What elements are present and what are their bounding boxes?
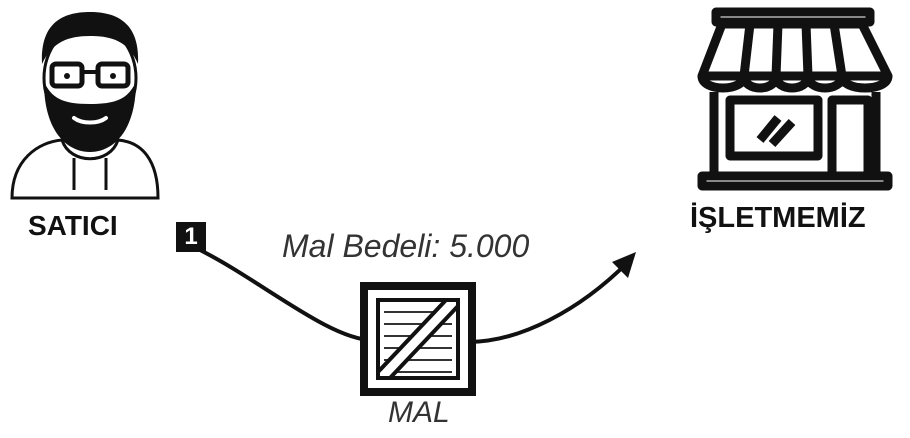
seller-label: SATICI [28,210,118,241]
business-label: İŞLETMEMİZ [690,202,866,234]
bearded-man-with-glasses-icon [10,12,160,200]
wooden-crate-icon [360,282,476,396]
price-label: Mal Bedeli: 5.000 [282,228,530,264]
flow-arrow [199,248,636,344]
arrow-head [612,252,636,278]
storefront-icon [697,7,893,191]
step-number-badge: 1 [176,222,206,252]
goods-label: MAL [388,396,450,429]
